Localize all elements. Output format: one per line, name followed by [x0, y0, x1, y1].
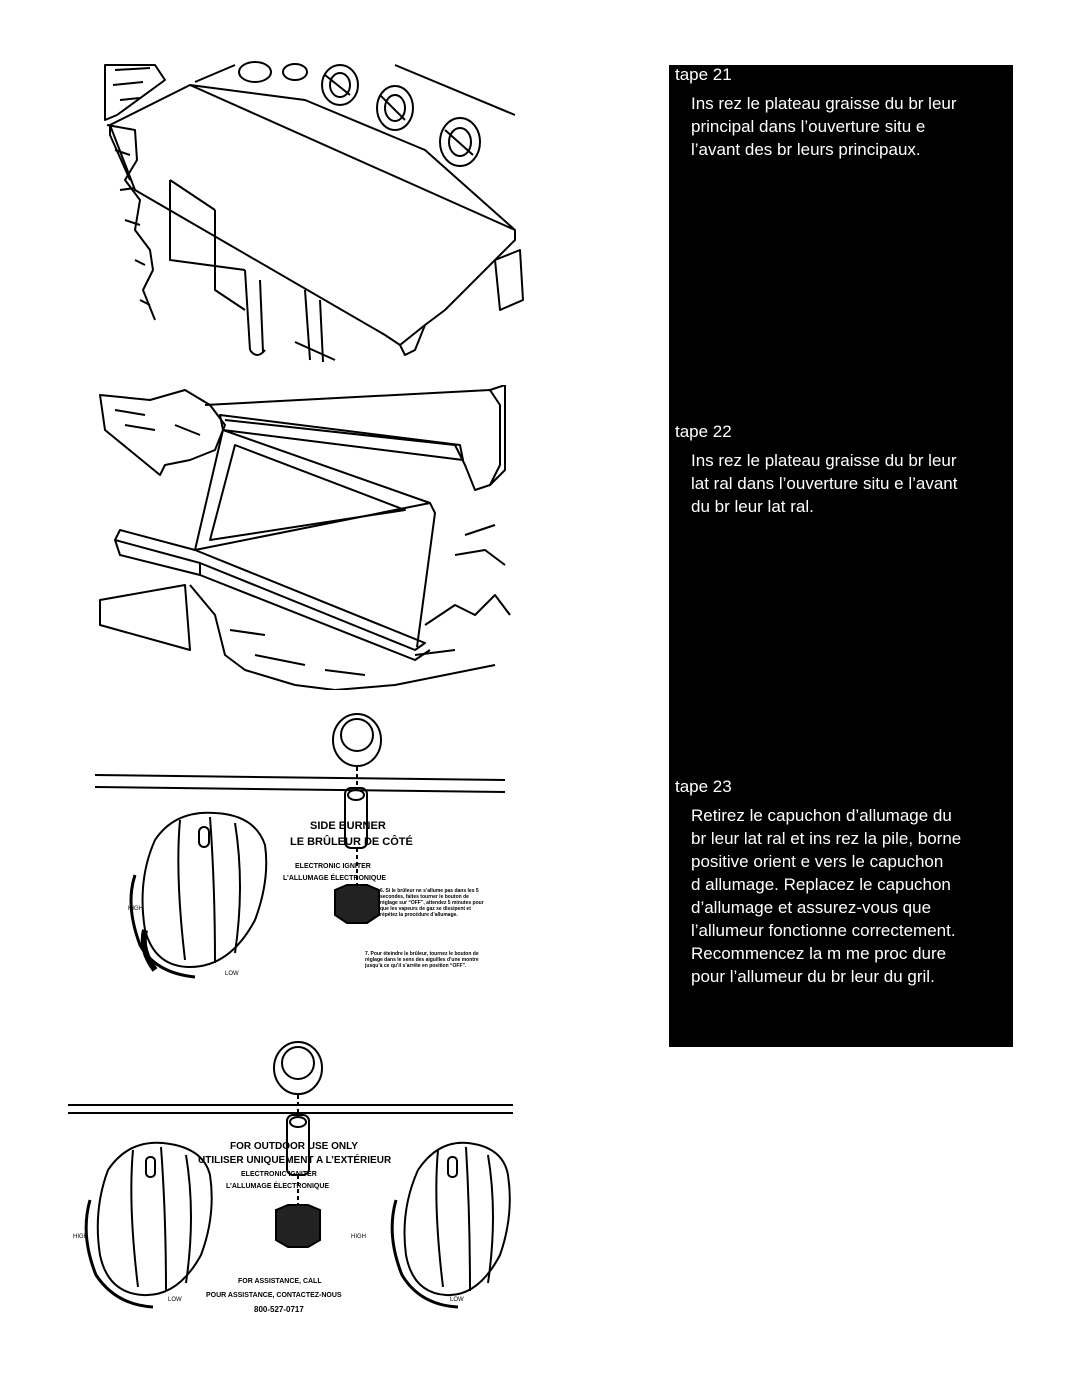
assistance-fr: POUR ASSISTANCE, CONTACTEZ-NOUS [206, 1292, 342, 1299]
knob-high-label: HIGH [128, 906, 143, 912]
igniter-label-en: ELECTRONIC IGNITER [295, 863, 371, 870]
igniter-label-fr: L’ALLUMAGE ÉLECTRONIQUE [283, 873, 386, 882]
outdoor-use-fr: UTILISER UNIQUEMENT A L’EXTÉRIEUR [198, 1153, 392, 1166]
step-text: Retirez le capuchon d’allumage du br leu… [691, 806, 962, 986]
assistance-en: FOR ASSISTANCE, CALL [238, 1278, 322, 1285]
igniter-label-en: ELECTRONIC IGNITER [241, 1171, 317, 1178]
instruction-7: 7. Pour éteindre le brûleur, tournez le … [365, 951, 479, 969]
side-burner-title-en: SIDE BURNER [310, 820, 386, 832]
figure-side-burner-igniter: SIDE BURNER LE BRÛLEUR DE CÔTÉ ELECTRONI… [95, 713, 506, 979]
step-title: tape 23 [675, 777, 732, 796]
outdoor-use-en: FOR OUTDOOR USE ONLY [230, 1141, 358, 1152]
instruction-6: 6. Si le brûleur ne s’allume pas dans le… [380, 888, 484, 918]
knob-icon [96, 1141, 213, 1297]
igniter-cap-icon [332, 713, 382, 767]
step-title: tape 22 [675, 422, 732, 441]
step-title: tape 21 [675, 65, 732, 84]
knob-high-label: HIGH [73, 1234, 88, 1240]
step-text: Ins rez le plateau graisse du br leur pr… [691, 94, 957, 159]
instructions-panel: tape 21 Ins rez le plateau graisse du br… [669, 65, 1013, 1047]
assistance-phone: 800-527-0717 [254, 1305, 304, 1314]
figure-main-burner-grease-tray [104, 61, 524, 363]
knob-icon [141, 811, 268, 969]
knob-low-label: LOW [168, 1297, 182, 1303]
knob-low-label: LOW [225, 971, 239, 977]
knob-high-label: HIGH [351, 1234, 366, 1240]
side-burner-title-fr: LE BRÛLEUR DE CÔTÉ [290, 835, 413, 848]
figure-main-burner-igniter: FOR OUTDOOR USE ONLY UTILISER UNIQUEMENT… [68, 1041, 513, 1314]
igniter-cap-icon [273, 1041, 323, 1095]
igniter-label-fr: L’ALLUMAGE ÉLECTRONIQUE [226, 1181, 329, 1190]
knob-icon [403, 1141, 511, 1297]
figure-side-burner-grease-tray [99, 385, 511, 690]
step-text: Ins rez le plateau graisse du br leur la… [691, 451, 958, 516]
knob-low-label: LOW [450, 1297, 464, 1303]
